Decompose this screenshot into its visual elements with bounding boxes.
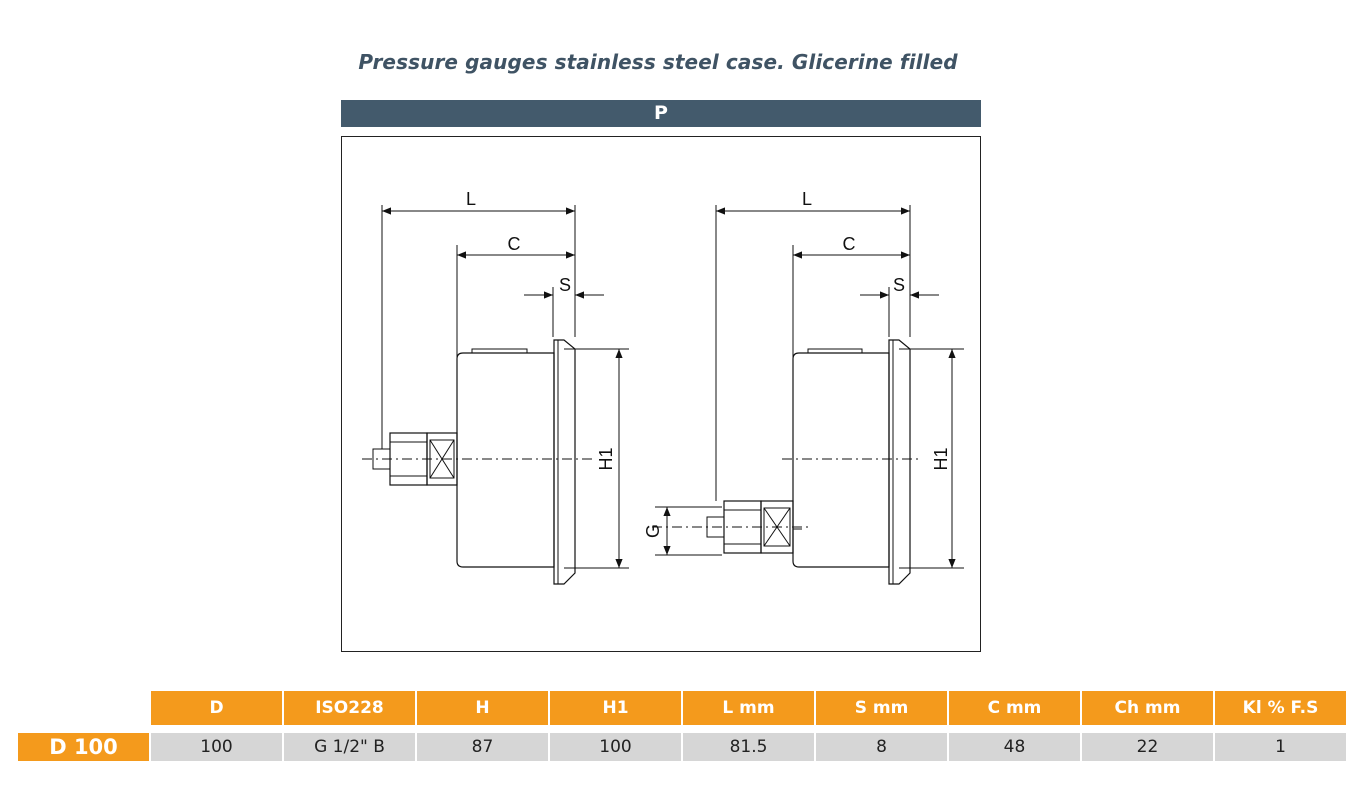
table-cell-iso228: G 1/2" B (282, 725, 415, 761)
table-cell-h1: 100 (548, 725, 681, 761)
table-cell-c: 48 (947, 725, 1080, 761)
section-label: P (654, 102, 668, 124)
table-corner-cell (18, 691, 149, 725)
col-header-s: S mm (814, 691, 947, 725)
dim-label-s-left: S (559, 275, 571, 295)
table-cell-kl: 1 (1213, 725, 1346, 761)
spec-table: D ISO228 H H1 L mm S mm C mm Ch mm Kl % … (18, 691, 1346, 761)
table-cell-ch: 22 (1080, 725, 1213, 761)
table-cell-h: 87 (415, 725, 548, 761)
dim-label-c-left: C (508, 234, 521, 254)
col-header-ch: Ch mm (1080, 691, 1213, 725)
technical-drawing: L C S H1 L C S H1 G (341, 136, 981, 652)
table-header-row: D ISO228 H H1 L mm S mm C mm Ch mm Kl % … (18, 691, 1346, 725)
table-cell-l: 81.5 (681, 725, 814, 761)
drawing-svg: L C S H1 L C S H1 G (362, 189, 964, 585)
col-header-kl: Kl % F.S (1213, 691, 1346, 725)
dim-label-h1-left: H1 (596, 447, 616, 470)
col-header-d: D (149, 691, 282, 725)
col-header-h: H (415, 691, 548, 725)
dim-label-l-right: L (802, 189, 812, 209)
gauge-left-view (362, 205, 629, 585)
col-header-c: C mm (947, 691, 1080, 725)
section-header-bar: P (341, 100, 981, 127)
page-title: Pressure gauges stainless steel case. Gl… (358, 50, 958, 74)
dim-label-l-left: L (466, 189, 476, 209)
table-row: D 100 100 G 1/2" B 87 100 81.5 8 48 22 1 (18, 725, 1346, 761)
dim-label-g-right: G (643, 524, 663, 538)
col-header-h1: H1 (548, 691, 681, 725)
dim-label-s-right: S (893, 275, 905, 295)
row-label-d100: D 100 (18, 725, 149, 761)
table-cell-d: 100 (149, 725, 282, 761)
dim-label-h1-right: H1 (931, 447, 951, 470)
gauge-right-view (652, 205, 964, 585)
col-header-iso228: ISO228 (282, 691, 415, 725)
dim-label-c-right: C (843, 234, 856, 254)
table-cell-s: 8 (814, 725, 947, 761)
col-header-l: L mm (681, 691, 814, 725)
